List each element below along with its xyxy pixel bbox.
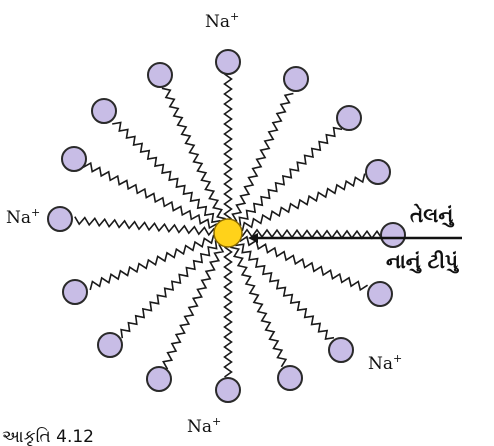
polar-head: [62, 147, 86, 171]
polar-head: [329, 338, 353, 362]
sodium-ion-label-bottom: Na+: [187, 415, 221, 437]
oil-droplet-label-line1: તેલનું: [410, 203, 454, 228]
hydrocarbon-tail: [83, 163, 217, 228]
polar-head: [216, 50, 240, 74]
figure-caption: આકૃતિ 4.12: [2, 427, 94, 446]
sodium-ion-label-left: Na+: [6, 206, 40, 228]
sodium-ion-label-right: Na+: [368, 352, 402, 374]
polar-head: [98, 333, 122, 357]
hydrocarbon-tail: [75, 217, 215, 235]
polar-head: [148, 63, 172, 87]
polar-head: [147, 367, 171, 391]
oil-droplet: [214, 219, 242, 247]
polar-head: [92, 99, 116, 123]
polar-head: [278, 366, 302, 390]
polar-head: [366, 160, 390, 184]
hydrocarbon-tail: [242, 174, 364, 231]
hydrocarbon-tail: [90, 235, 214, 290]
polar-head: [284, 67, 308, 91]
sodium-ion-label-top: Na+: [205, 10, 239, 32]
polar-head: [368, 282, 392, 306]
oil-droplet-label-line2: નાનું ટીપું: [386, 249, 459, 273]
hydrocarbon-tail: [225, 247, 232, 377]
polar-head: [337, 106, 361, 130]
polar-head: [216, 378, 240, 402]
polar-head: [381, 223, 405, 247]
hydrocarbon-tail: [240, 237, 368, 290]
hydrocarbon-tail: [162, 88, 226, 219]
hydrocarbon-tail: [230, 247, 286, 367]
hydrocarbon-tail: [225, 74, 232, 219]
hydrocarbon-tail: [233, 94, 294, 222]
polar-head: [63, 280, 87, 304]
hydrocarbon-tail: [163, 244, 223, 369]
polar-head: [48, 207, 72, 231]
